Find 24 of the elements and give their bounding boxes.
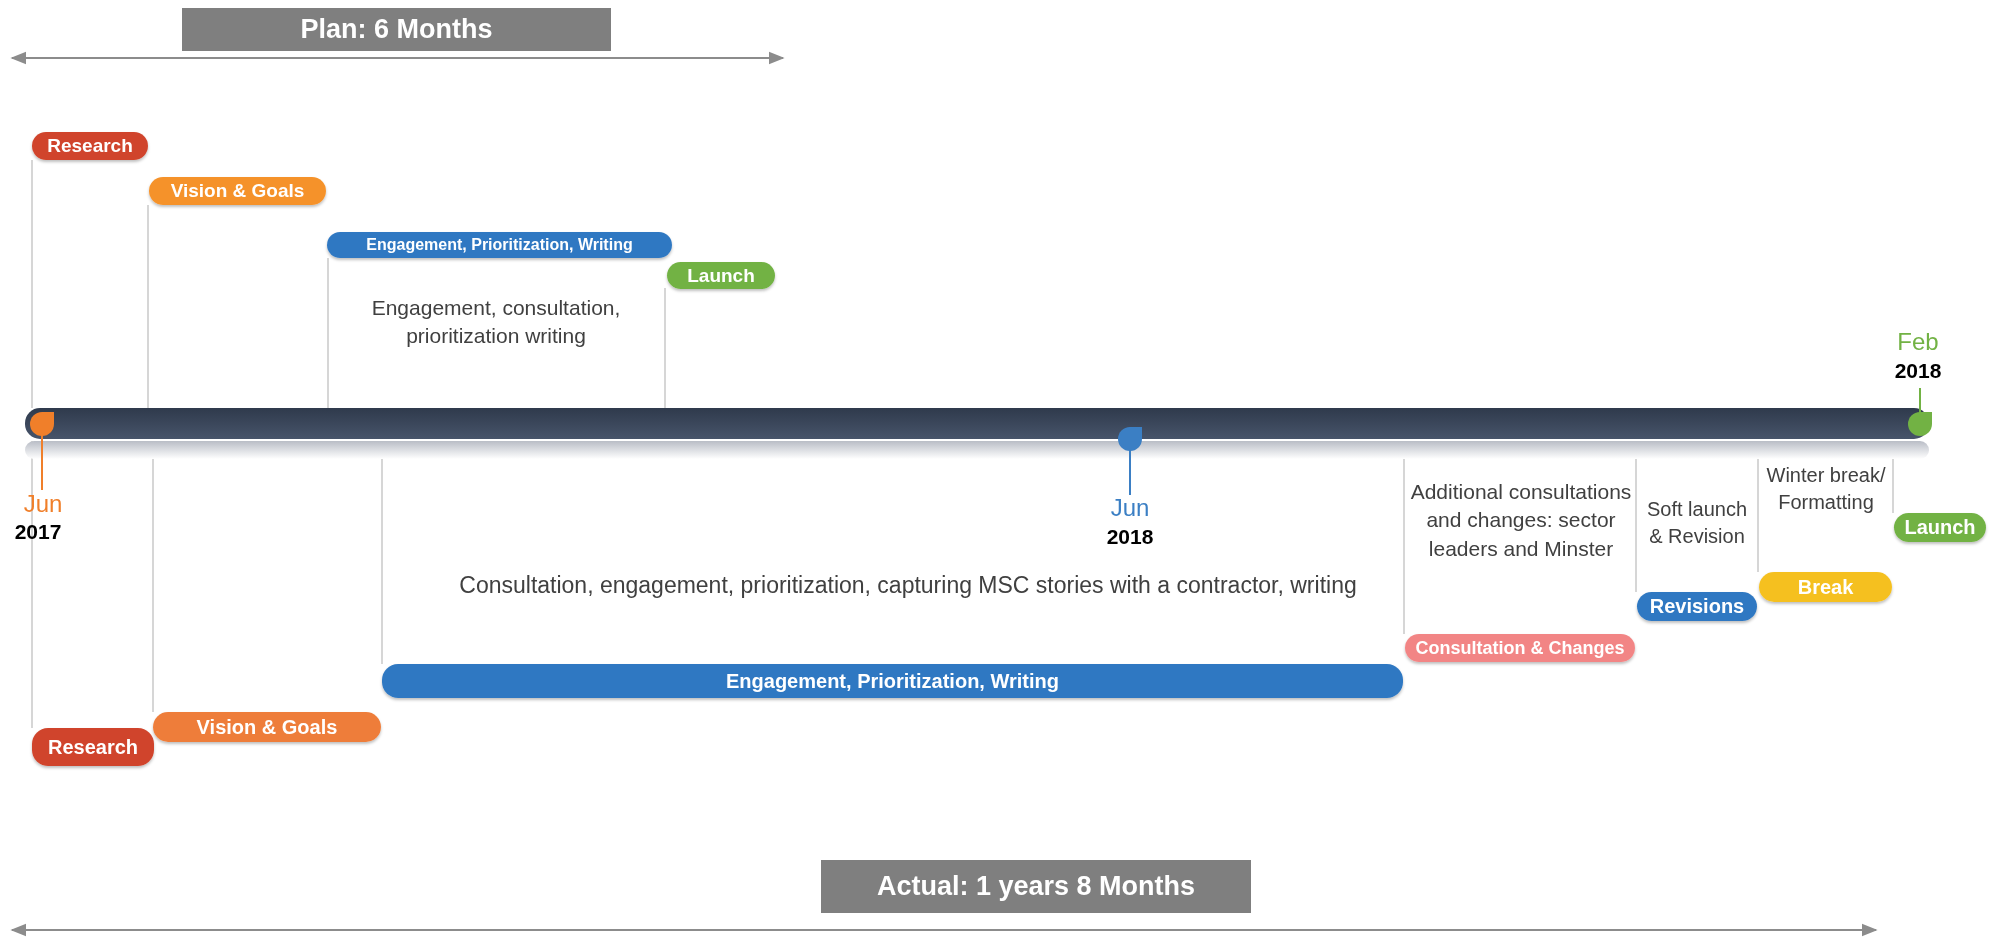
phase-bar: Vision & Goals xyxy=(149,177,326,205)
year-label: 2018 xyxy=(1893,358,1943,384)
year-label: 2017 xyxy=(13,519,63,545)
phase-bar: Vision & Goals xyxy=(153,712,381,742)
month-label: Jun xyxy=(1109,493,1151,523)
duration-banner: Actual: 1 years 8 Months xyxy=(821,860,1251,913)
phase-bar: Engagement, Prioritization, Writing xyxy=(327,232,672,258)
description-text: Engagement, consultation, prioritization writing xyxy=(370,295,622,350)
description-text: Soft launch & Revision xyxy=(1645,497,1749,549)
description-text: Winter break/ Formatting xyxy=(1765,463,1887,515)
phase-bar: Research xyxy=(32,132,148,160)
month-label: Jun xyxy=(22,489,64,519)
duration-banner: Plan: 6 Months xyxy=(182,8,611,51)
phase-bar: Break xyxy=(1759,572,1892,602)
description-text: Additional consultations and changes: sector leaders and Minster xyxy=(1409,479,1633,562)
phase-bar: Consultation & Changes xyxy=(1405,634,1635,662)
month-label: Feb xyxy=(1896,327,1940,357)
phase-bar: Launch xyxy=(667,262,775,289)
description-text: Consultation, engagement, prioritization, capturing MSC stories with a contractor, writing xyxy=(458,571,1358,600)
phase-bar: Revisions xyxy=(1637,592,1757,621)
phase-bar: Engagement, Prioritization, Writing xyxy=(382,664,1403,698)
phase-bar: Launch xyxy=(1894,513,1986,542)
year-label: 2018 xyxy=(1105,524,1155,550)
phase-bar: Research xyxy=(32,728,154,766)
